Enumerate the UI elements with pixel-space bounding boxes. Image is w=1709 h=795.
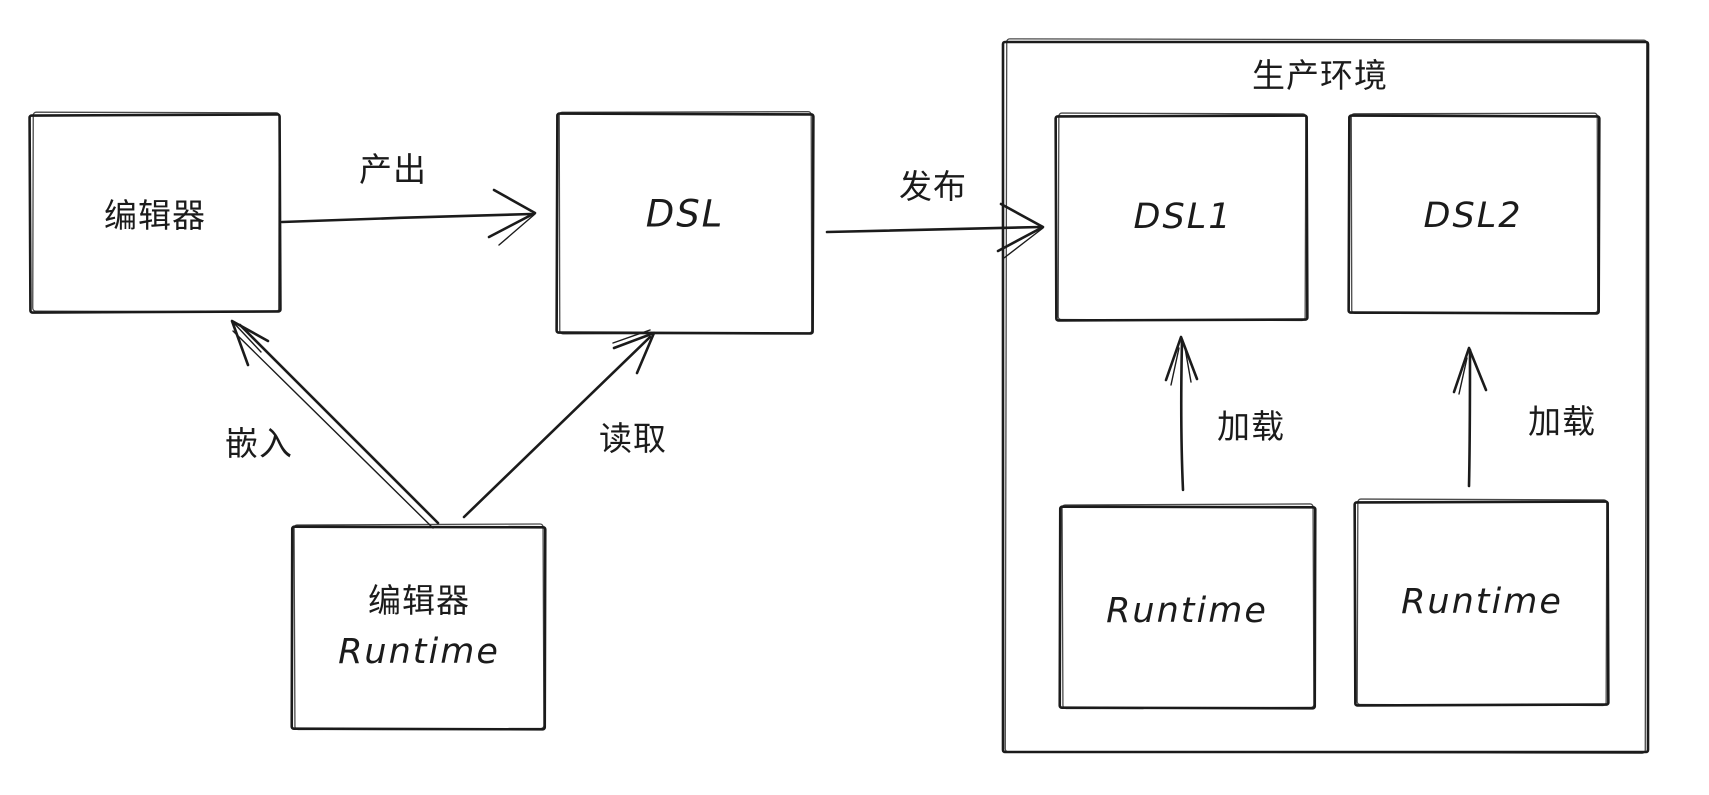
node-label-dsl1: DSL1: [1133, 197, 1233, 237]
node-dsl1-box: [1054, 112, 1309, 322]
edge-publish-arrow: [825, 202, 1045, 259]
container-title-production-env: 生产环境: [1252, 57, 1388, 94]
node-label-dsl2: DSL2: [1423, 196, 1523, 236]
node-editor-box: [28, 111, 282, 314]
container-production-env-box: [1001, 38, 1650, 754]
edge-read-arrow: [462, 329, 656, 519]
edge-load-1-arrow: [1164, 335, 1199, 492]
node-runtime2-box: [1353, 498, 1610, 707]
node-label-editor: 编辑器: [104, 197, 206, 234]
node-label-editor-runtime: 编辑器 Runtime: [338, 576, 500, 678]
edge-label-produce: 产出: [359, 151, 427, 188]
node-runtime1-box: [1058, 503, 1317, 710]
edge-label-load-1: 加载: [1217, 408, 1285, 445]
edge-produce-arrow: [280, 188, 537, 246]
node-editor-runtime-box: [290, 523, 547, 731]
edge-label-publish: 发布: [899, 168, 967, 205]
edge-label-read: 读取: [599, 420, 667, 457]
node-dsl2-box: [1347, 112, 1601, 315]
edge-label-load-2: 加载: [1528, 403, 1596, 440]
node-label-dsl: DSL: [645, 192, 725, 236]
edge-load-2-arrow: [1452, 346, 1488, 488]
node-label-editor-runtime-line2: Runtime: [338, 631, 500, 672]
node-label-editor-runtime-line1: 编辑器: [367, 582, 470, 619]
node-label-runtime1: Runtime: [1106, 591, 1268, 631]
node-dsl-box: [555, 111, 815, 335]
node-label-runtime2: Runtime: [1401, 582, 1563, 622]
edge-embed-arrow: [230, 319, 440, 529]
edge-label-embed: 嵌入: [225, 425, 293, 462]
